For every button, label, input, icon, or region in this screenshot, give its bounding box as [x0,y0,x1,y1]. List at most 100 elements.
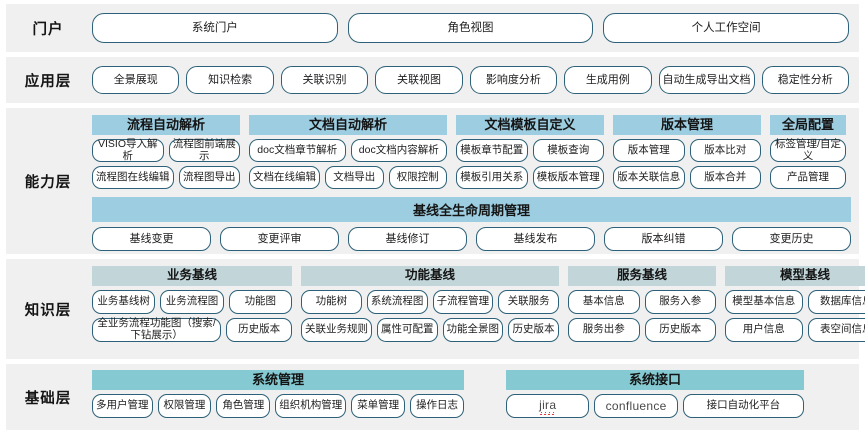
base-role-management[interactable]: 角色管理 [216,394,271,419]
group-flow-row-2: 流程图在线编辑 流程图导出 [92,166,240,190]
know-func-history-version[interactable]: 历史版本 [508,317,559,342]
baseline-lifecycle-band: 基线全生命周期管理 基线变更 变更评审 基线修订 基线发布 版本纠错 变更历史 [92,197,851,252]
app-item-auto-export-doc[interactable]: 自动生成导出文档 [658,66,755,94]
cap-flow-export[interactable]: 流程图导出 [178,166,240,190]
app-item-impact-analysis[interactable]: 影响度分析 [469,66,558,94]
cap-flow-online-edit[interactable]: 流程图在线编辑 [92,166,174,190]
group-model-row-1: 模型基本信息 数据库信息 [725,289,865,314]
cap-template-chapter-config[interactable]: 模板章节配置 [456,139,528,163]
baseline-release[interactable]: 基线发布 [476,227,595,252]
baseline-change[interactable]: 基线变更 [92,227,211,252]
know-tablespace-info[interactable]: 表空间信息 [807,317,865,342]
app-item-relation-view[interactable]: 关联视图 [375,66,463,94]
group-ver-row-1: 版本管理 版本比对 [613,139,761,163]
layer-body-application: 全景展现 知识检索 关联识别 关联视图 影响度分析 生成用例 自动生成导出文档 … [90,61,859,99]
group-model-row-2: 用户信息 表空间信息 [725,317,865,342]
cap-version-compare[interactable]: 版本比对 [689,139,761,163]
group-doc-row-1: doc文档章节解析 doc文档内容解析 [249,139,447,163]
know-function-chart[interactable]: 功能图 [228,289,292,314]
group-func-row-1: 功能树 系统流程图 子流程管理 关联服务 [301,289,559,314]
base-menu-management[interactable]: 菜单管理 [351,394,406,419]
jira-logo-text: jira [539,398,557,415]
group-service-baseline: 服务基线 基本信息 服务入参 服务出参 历史版本 [568,266,716,342]
cap-template-version-mgmt[interactable]: 模板版本管理 [532,166,604,190]
cap-doc-chapter-parse[interactable]: doc文档章节解析 [249,139,346,163]
layer-label-foundation: 基础层 [24,390,72,407]
app-item-generate-case[interactable]: 生成用例 [564,66,652,94]
know-business-baseline-tree[interactable]: 业务基线树 [92,289,156,314]
group-version-management: 版本管理 版本管理 版本比对 版本关联信息 版本合并 [613,115,761,190]
knowledge-group-row: 业务基线 业务基线树 业务流程图 功能图 全业务流程功能图（搜索/下钻展示） 历… [92,266,865,342]
cap-flow-frontend-display[interactable]: 流程图前端展示 [168,138,240,163]
portal-item-personal-workspace[interactable]: 个人工作空间 [603,13,850,43]
group-head-global-config: 全局配置 [770,115,846,136]
know-system-flow-chart[interactable]: 系统流程图 [366,289,428,314]
group-doc-auto-parse: 文档自动解析 doc文档章节解析 doc文档内容解析 文档在线编辑 文档导出 权… [249,115,447,190]
base-permission-management[interactable]: 权限管理 [157,394,212,419]
know-service-output-params[interactable]: 服务出参 [568,317,640,342]
cap-permission-control[interactable]: 权限控制 [388,166,447,190]
group-system-interface: 系统接口 jira confluence 接口自动化平台 [506,370,804,419]
cap-version-management[interactable]: 版本管理 [613,139,685,163]
app-item-panorama[interactable]: 全景展现 [92,66,180,94]
cap-doc-online-edit[interactable]: 文档在线编辑 [249,166,320,190]
layer-foundation: 基础层 系统管理 多用户管理 权限管理 角色管理 组织机构管理 菜单管理 操作日… [6,364,859,430]
version-correction[interactable]: 版本纠错 [604,227,723,252]
know-biz-history-version[interactable]: 历史版本 [226,317,292,342]
group-doc-row-2: 文档在线编辑 文档导出 权限控制 [249,166,447,190]
cap-version-merge[interactable]: 版本合并 [689,166,761,190]
change-review[interactable]: 变更评审 [220,227,339,252]
app-item-relation-recognition[interactable]: 关联识别 [280,66,369,94]
foundation-group-row: 系统管理 多用户管理 权限管理 角色管理 组织机构管理 菜单管理 操作日志 系统… [92,370,851,419]
layer-application: 应用层 全景展现 知识检索 关联识别 关联视图 影响度分析 生成用例 自动生成导… [6,57,859,103]
cap-visio-import-parse[interactable]: VISIO导入解析 [92,138,164,163]
know-related-service[interactable]: 关联服务 [498,289,559,314]
group-business-baseline: 业务基线 业务基线树 业务流程图 功能图 全业务流程功能图（搜索/下钻展示） 历… [92,266,292,342]
band-row-baseline-lifecycle: 基线变更 变更评审 基线修订 基线发布 版本纠错 变更历史 [92,227,851,252]
layer-body-foundation: 系统管理 多用户管理 权限管理 角色管理 组织机构管理 菜单管理 操作日志 系统… [90,364,859,430]
group-head-system-management: 系统管理 [92,370,464,391]
base-org-structure-management[interactable]: 组织机构管理 [275,394,347,419]
group-tpl-row-2: 模板引用关系 模板版本管理 [456,166,604,190]
know-service-input-params[interactable]: 服务入参 [644,289,716,314]
know-related-business-rule[interactable]: 关联业务规则 [301,317,372,342]
know-service-basic-info[interactable]: 基本信息 [568,289,640,314]
know-svc-history-version[interactable]: 历史版本 [644,317,716,342]
base-operation-log[interactable]: 操作日志 [410,394,464,419]
layer-portal: 门户 系统门户 角色视图 个人工作空间 [6,4,859,52]
group-head-service-baseline: 服务基线 [568,266,716,286]
cap-tag-management-custom[interactable]: 标签管理/自定义 [770,138,846,163]
cap-template-reference-relation[interactable]: 模板引用关系 [456,166,528,190]
know-model-basic-info[interactable]: 模型基本信息 [725,289,803,314]
cap-doc-content-parse[interactable]: doc文档内容解析 [350,139,447,163]
base-api-automation-platform[interactable]: 接口自动化平台 [682,394,804,419]
group-cfg-row-1: 标签管理/自定义 [770,138,846,163]
baseline-revision[interactable]: 基线修订 [348,227,467,252]
know-full-business-flow-function-chart[interactable]: 全业务流程功能图（搜索/下钻展示） [92,317,222,342]
group-ver-row-2: 版本关联信息 版本合并 [613,166,761,190]
portal-item-system-portal[interactable]: 系统门户 [92,13,338,43]
app-item-knowledge-search[interactable]: 知识检索 [186,66,274,94]
know-function-panorama[interactable]: 功能全景图 [442,317,503,342]
know-sub-process-management[interactable]: 子流程管理 [432,289,494,314]
cap-doc-export[interactable]: 文档导出 [325,166,384,190]
change-history[interactable]: 变更历史 [732,227,851,252]
base-multi-user-management[interactable]: 多用户管理 [92,394,153,419]
know-user-info[interactable]: 用户信息 [725,317,803,342]
confluence-logo-text: confluence [605,398,667,413]
cap-version-relation-info[interactable]: 版本关联信息 [613,166,685,190]
portal-item-role-view[interactable]: 角色视图 [347,13,594,43]
know-attribute-configurable[interactable]: 属性可配置 [377,317,438,342]
know-business-flow-chart[interactable]: 业务流程图 [160,289,224,314]
base-jira-interface[interactable]: jira [506,394,590,419]
cap-product-management[interactable]: 产品管理 [770,166,846,190]
know-function-tree[interactable]: 功能树 [301,289,362,314]
capability-group-row: 流程自动解析 VISIO导入解析 流程图前端展示 流程图在线编辑 流程图导出 文… [92,115,851,190]
app-item-stability-analysis[interactable]: 稳定性分析 [761,66,849,94]
cap-template-query[interactable]: 模板查询 [532,139,604,163]
layer-label-capability: 能力层 [24,174,72,191]
base-confluence-interface[interactable]: confluence [594,394,678,419]
know-database-info[interactable]: 数据库信息 [807,289,865,314]
group-tpl-row-1: 模板章节配置 模板查询 [456,139,604,163]
group-flow-auto-parse: 流程自动解析 VISIO导入解析 流程图前端展示 流程图在线编辑 流程图导出 [92,115,240,190]
